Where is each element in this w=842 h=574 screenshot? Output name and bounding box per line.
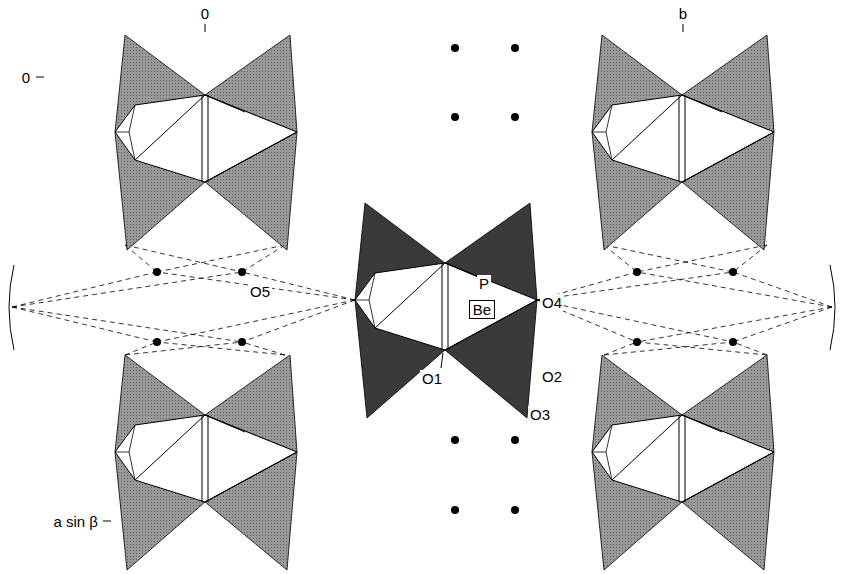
polyhedron-unit bbox=[115, 355, 297, 570]
polyhedron-unit bbox=[592, 35, 774, 250]
atom-label: P bbox=[477, 275, 491, 292]
axis-label: 0 bbox=[199, 5, 211, 22]
axis-label: a sin β bbox=[52, 513, 100, 530]
polyhedron-unit bbox=[115, 35, 297, 250]
atom-label: O2 bbox=[540, 368, 564, 385]
edge-curve bbox=[830, 265, 835, 350]
axis-label: 0 bbox=[20, 69, 32, 86]
axis-label: b bbox=[677, 5, 689, 22]
edge-curve bbox=[9, 265, 14, 350]
axis-ticks bbox=[36, 24, 683, 521]
atom-label: O1 bbox=[420, 370, 444, 387]
polyhedron-unit bbox=[592, 355, 774, 570]
atom-label: O5 bbox=[248, 283, 272, 300]
atom-label: Be bbox=[469, 300, 495, 319]
atom-label: O4 bbox=[540, 294, 564, 311]
atom-dots bbox=[153, 44, 737, 514]
atom-label: O3 bbox=[528, 406, 552, 423]
polyhedron-unit bbox=[355, 203, 537, 418]
